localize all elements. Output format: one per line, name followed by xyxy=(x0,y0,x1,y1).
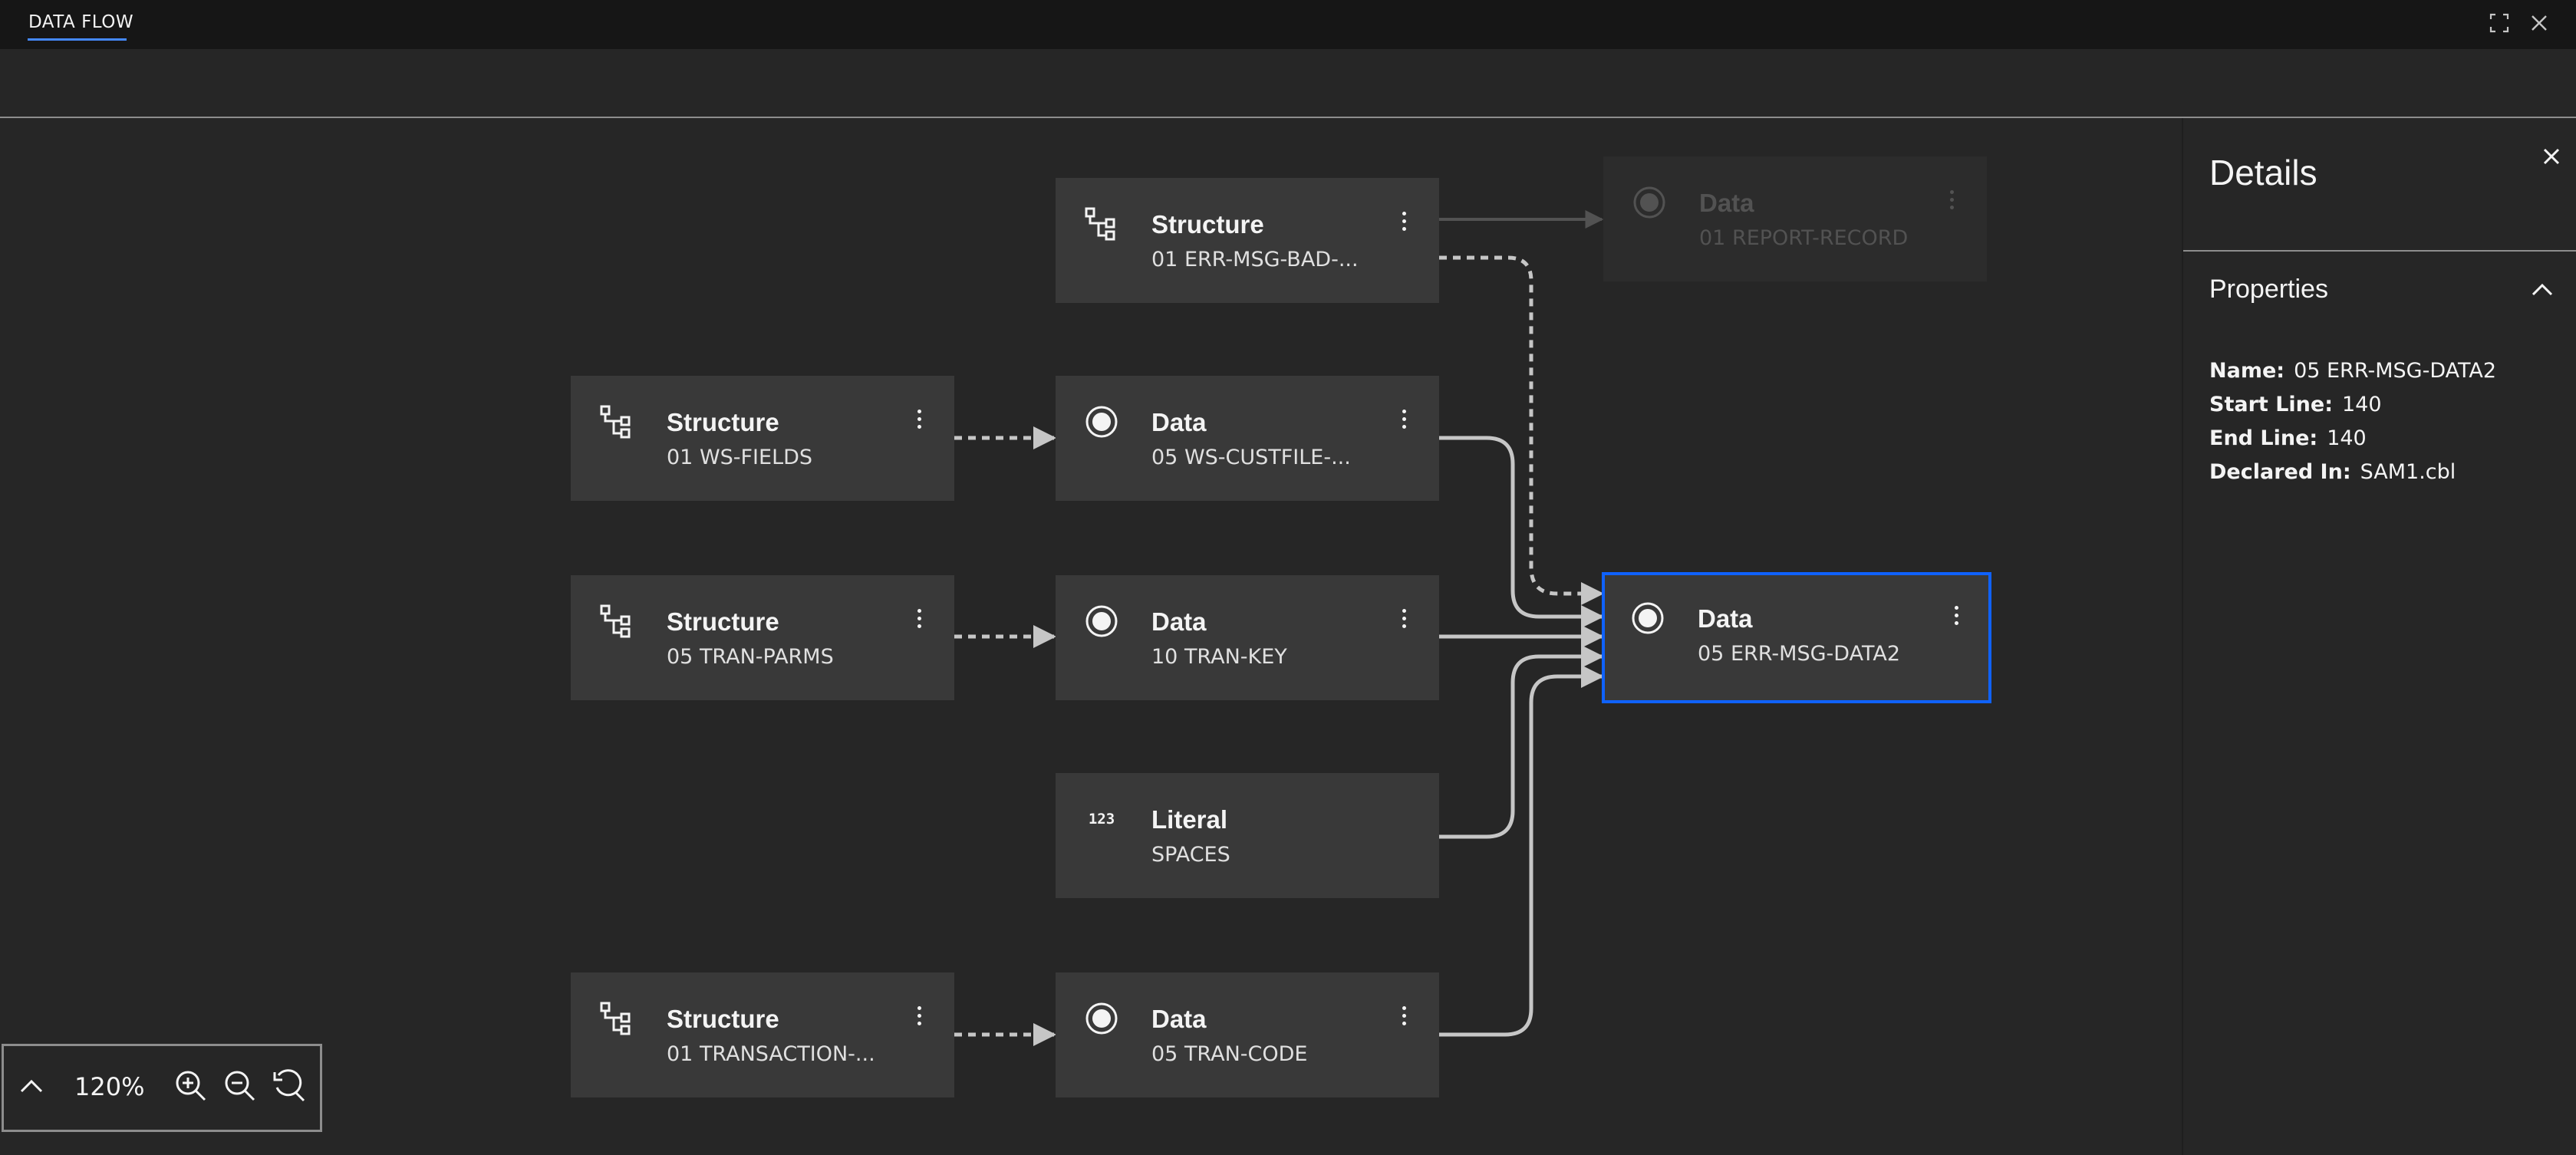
data-icon xyxy=(1631,601,1665,635)
tab-active-indicator xyxy=(28,38,127,41)
divider xyxy=(2183,250,2576,252)
data-icon xyxy=(1085,1002,1118,1035)
property-declared-in: Declared In:SAM1.cbl xyxy=(2209,460,2456,484)
node-type-label: Structure xyxy=(1151,210,1264,239)
node-name-label: 01 WS-FIELDS xyxy=(667,446,813,469)
node-name-label: 05 TRAN-CODE xyxy=(1151,1042,1308,1066)
node-type-label: Literal xyxy=(1151,805,1228,834)
node-data-err-msg-data2-selected[interactable]: Data 05 ERR-MSG-DATA2 xyxy=(1602,572,1991,703)
details-title: Details xyxy=(2209,153,2317,192)
node-name-label: 01 ERR-MSG-BAD-... xyxy=(1151,248,1359,271)
zoom-controls: 120% xyxy=(2,1044,322,1132)
reset-zoom-icon[interactable] xyxy=(265,1061,314,1111)
node-data-tran-code[interactable]: Data 05 TRAN-CODE xyxy=(1056,972,1439,1097)
tab-data-flow[interactable]: DATA FLOW xyxy=(28,12,134,32)
data-icon xyxy=(1085,405,1118,439)
node-data-tran-key[interactable]: Data 10 TRAN-KEY xyxy=(1056,575,1439,700)
collapse-zoom-chevron-up-icon[interactable] xyxy=(7,1061,56,1111)
node-structure-err-msg-bad[interactable]: Structure 01 ERR-MSG-BAD-... xyxy=(1056,178,1439,303)
properties-title: Properties xyxy=(2209,275,2328,304)
overflow-menu-icon[interactable] xyxy=(1942,184,1961,215)
property-start-line: Start Line:140 xyxy=(2209,393,2382,416)
structure-icon xyxy=(600,1002,634,1035)
overflow-menu-icon[interactable] xyxy=(1395,206,1413,236)
node-type-label: Structure xyxy=(667,1005,779,1033)
details-panel: Details Properties Name:05 ERR-MSG-DATA2… xyxy=(2182,118,2576,1155)
overflow-menu-icon[interactable] xyxy=(910,1000,928,1031)
overflow-menu-icon[interactable] xyxy=(1395,603,1413,633)
node-structure-ws-fields[interactable]: Structure 01 WS-FIELDS xyxy=(571,376,954,501)
node-name-label: 01 REPORT-RECORD xyxy=(1699,226,1909,250)
overflow-menu-icon[interactable] xyxy=(1395,1000,1413,1031)
node-name-label: 01 TRANSACTION-... xyxy=(667,1042,875,1066)
maximize-icon[interactable] xyxy=(2487,11,2512,35)
node-type-label: Data xyxy=(1151,607,1207,636)
chevron-up-icon xyxy=(2527,275,2558,305)
node-name-label: 10 TRAN-KEY xyxy=(1151,645,1287,669)
overflow-menu-icon[interactable] xyxy=(1395,403,1413,434)
node-type-label: Structure xyxy=(667,607,779,636)
zoom-level: 120% xyxy=(74,1072,145,1101)
node-name-label: 05 TRAN-PARMS xyxy=(667,645,834,669)
data-icon xyxy=(1632,186,1666,219)
node-structure-transaction[interactable]: Structure 01 TRANSACTION-... xyxy=(571,972,954,1097)
node-name-label: 05 ERR-MSG-DATA2 xyxy=(1698,642,1901,666)
overflow-menu-icon[interactable] xyxy=(910,403,928,434)
node-literal-spaces[interactable]: 123 Literal SPACES xyxy=(1056,773,1439,898)
structure-icon xyxy=(600,405,634,439)
properties-list: Name:05 ERR-MSG-DATA2 Start Line:140 End… xyxy=(2209,354,2496,489)
properties-accordion-header[interactable]: Properties xyxy=(2183,252,2576,328)
literal-123-icon: 123 xyxy=(1088,811,1115,828)
toolbar xyxy=(0,49,2576,118)
close-details-icon[interactable] xyxy=(2536,141,2567,172)
property-end-line: End Line:140 xyxy=(2209,426,2367,450)
node-type-label: Data xyxy=(1151,1005,1207,1033)
node-name-label: SPACES xyxy=(1151,843,1230,867)
zoom-out-icon[interactable] xyxy=(216,1061,265,1111)
structure-icon xyxy=(1085,207,1118,241)
node-type-label: Data xyxy=(1698,604,1753,633)
node-data-report-record[interactable]: Data 01 REPORT-RECORD xyxy=(1603,156,1987,281)
node-structure-tran-parms[interactable]: Structure 05 TRAN-PARMS xyxy=(571,575,954,700)
property-name: Name:05 ERR-MSG-DATA2 xyxy=(2209,359,2497,383)
node-data-ws-custfile[interactable]: Data 05 WS-CUSTFILE-... xyxy=(1056,376,1439,501)
node-type-label: Data xyxy=(1699,189,1754,217)
title-bar: DATA FLOW xyxy=(0,0,2576,49)
structure-icon xyxy=(600,604,634,638)
close-icon[interactable] xyxy=(2527,11,2551,35)
data-icon xyxy=(1085,604,1118,638)
overflow-menu-icon[interactable] xyxy=(1947,600,1965,630)
node-type-label: Data xyxy=(1151,408,1207,436)
node-name-label: 05 WS-CUSTFILE-... xyxy=(1151,446,1351,469)
zoom-in-icon[interactable] xyxy=(166,1061,216,1111)
node-type-label: Structure xyxy=(667,408,779,436)
overflow-menu-icon[interactable] xyxy=(910,603,928,633)
